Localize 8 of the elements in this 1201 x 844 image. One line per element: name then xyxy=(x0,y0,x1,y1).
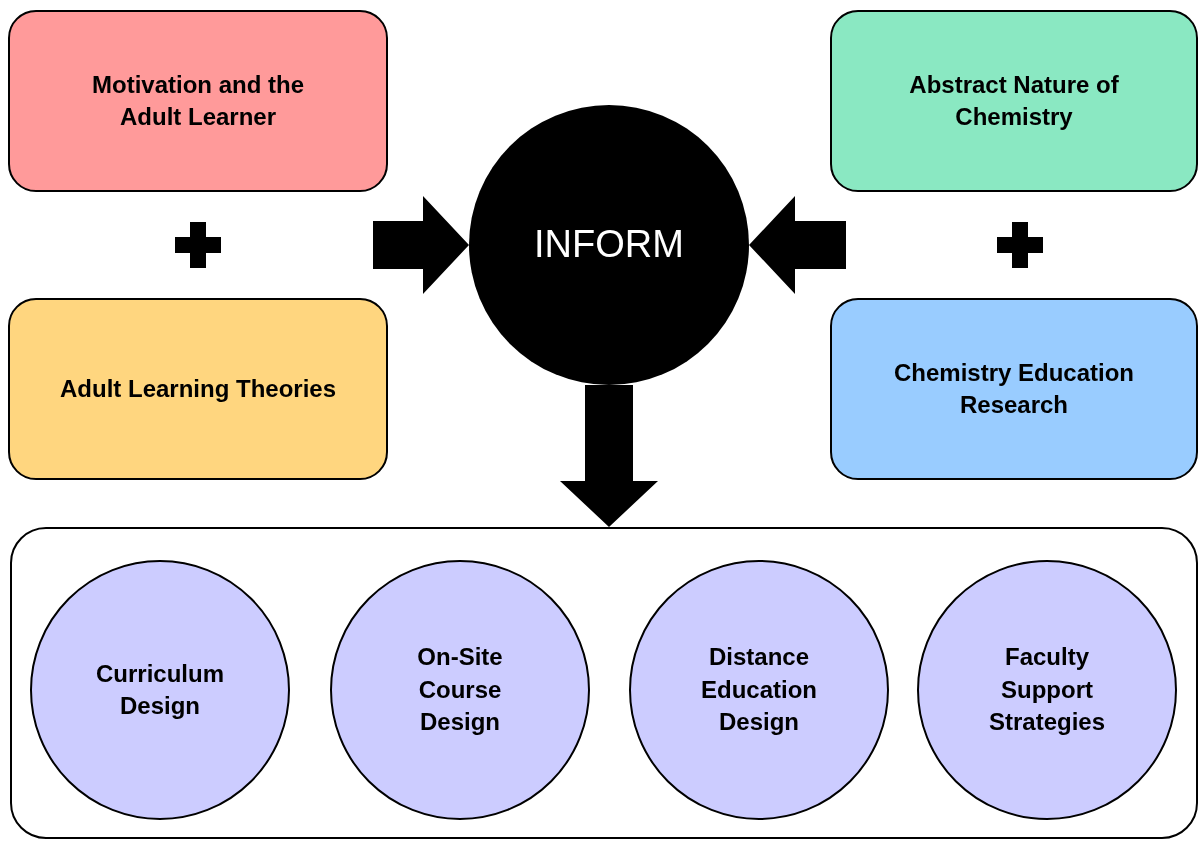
topic-box: Chemistry Education Research xyxy=(830,298,1198,480)
block-arrow xyxy=(560,385,658,527)
group-container xyxy=(10,527,1198,839)
topic-box: Adult Learning Theories xyxy=(8,298,388,480)
topic-box: Motivation and the Adult Learner xyxy=(8,10,388,192)
topic-box: Abstract Nature of Chemistry xyxy=(830,10,1198,192)
block-arrow xyxy=(749,196,846,294)
block-arrow xyxy=(373,196,469,294)
